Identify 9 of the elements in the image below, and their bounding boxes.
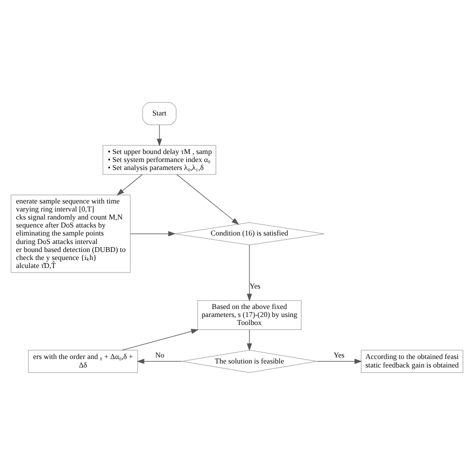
arrow bbox=[246, 328, 252, 350]
arrow bbox=[130, 230, 176, 236]
arrow bbox=[156, 124, 162, 146]
arrow bbox=[316, 358, 362, 364]
arrow bbox=[116, 174, 143, 195]
arrow bbox=[122, 328, 199, 350]
arrow bbox=[136, 358, 182, 364]
arrow bbox=[176, 174, 240, 224]
arrow bbox=[246, 244, 252, 301]
